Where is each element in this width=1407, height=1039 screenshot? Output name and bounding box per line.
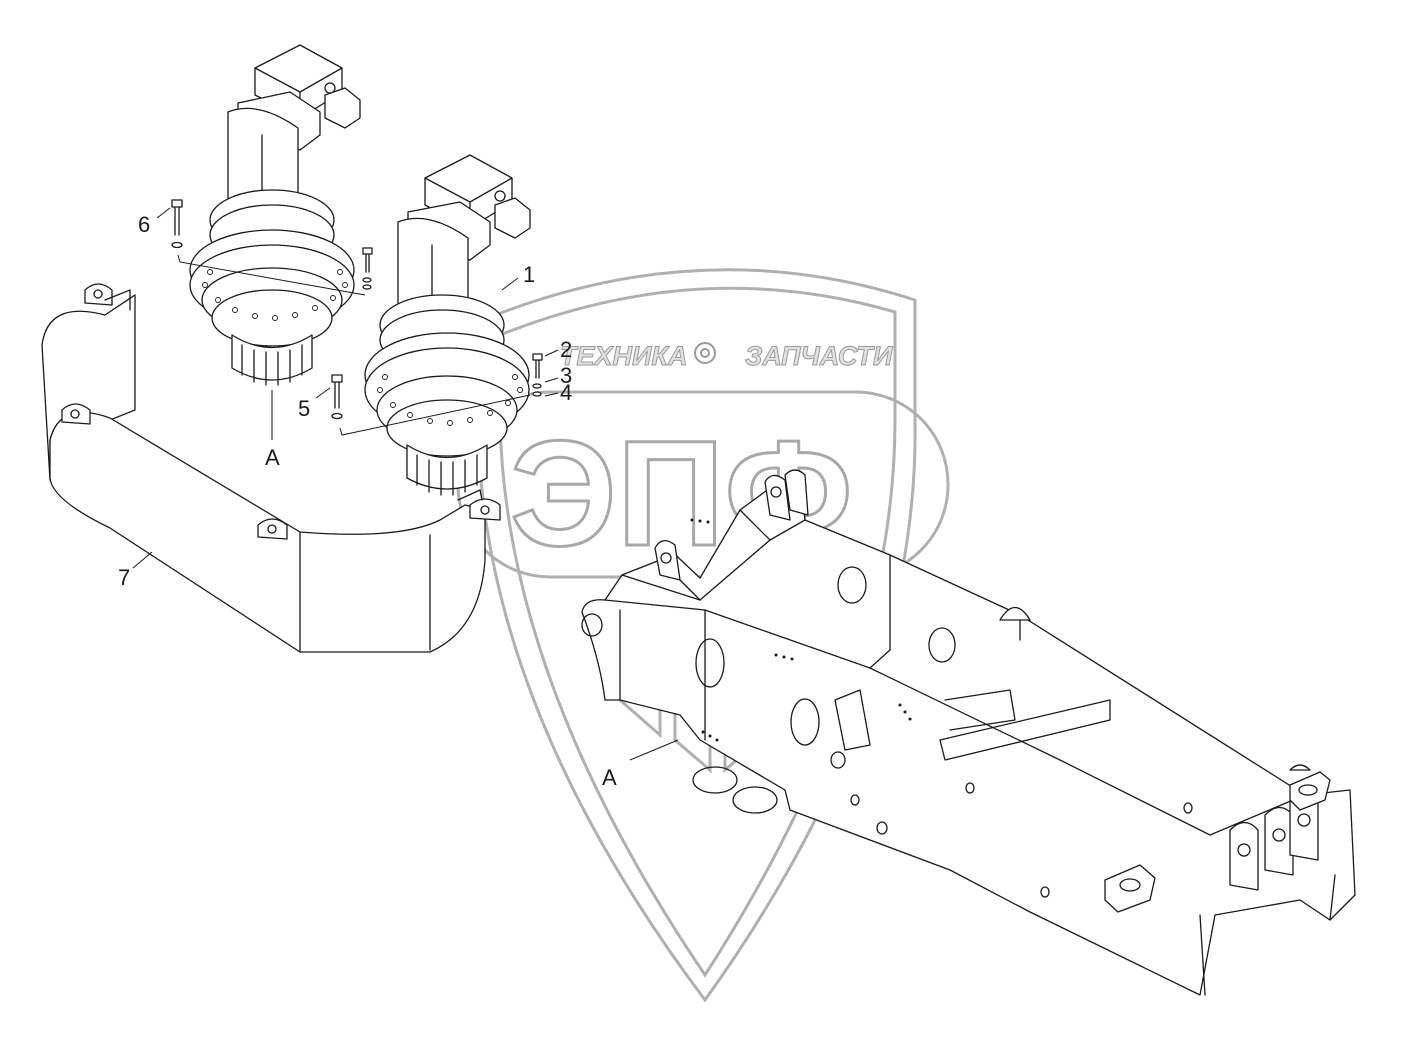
callout-7: 7 <box>118 565 130 590</box>
fasteners <box>171 199 543 420</box>
callout-3: 3 <box>560 363 572 388</box>
section-mark-frame: A <box>602 765 617 790</box>
callouts: 1 2 3 4 5 6 7 A A <box>118 207 679 790</box>
watermark-word-right: ЗАПЧАСТИ <box>745 341 893 371</box>
cover-guard <box>41 283 501 653</box>
section-mark-left-drive: A <box>265 445 280 470</box>
callout-5: 5 <box>298 396 310 421</box>
watermark-word-left: ТЕХНИКА <box>560 341 688 371</box>
callout-4: 4 <box>560 380 572 405</box>
gear-icon <box>694 342 716 364</box>
callout-2: 2 <box>560 337 572 362</box>
callout-6: 6 <box>138 212 150 237</box>
callout-1: 1 <box>523 262 535 287</box>
right-swing-drive <box>364 154 531 496</box>
turntable-frame <box>581 469 1356 996</box>
left-swing-drive <box>189 44 361 386</box>
